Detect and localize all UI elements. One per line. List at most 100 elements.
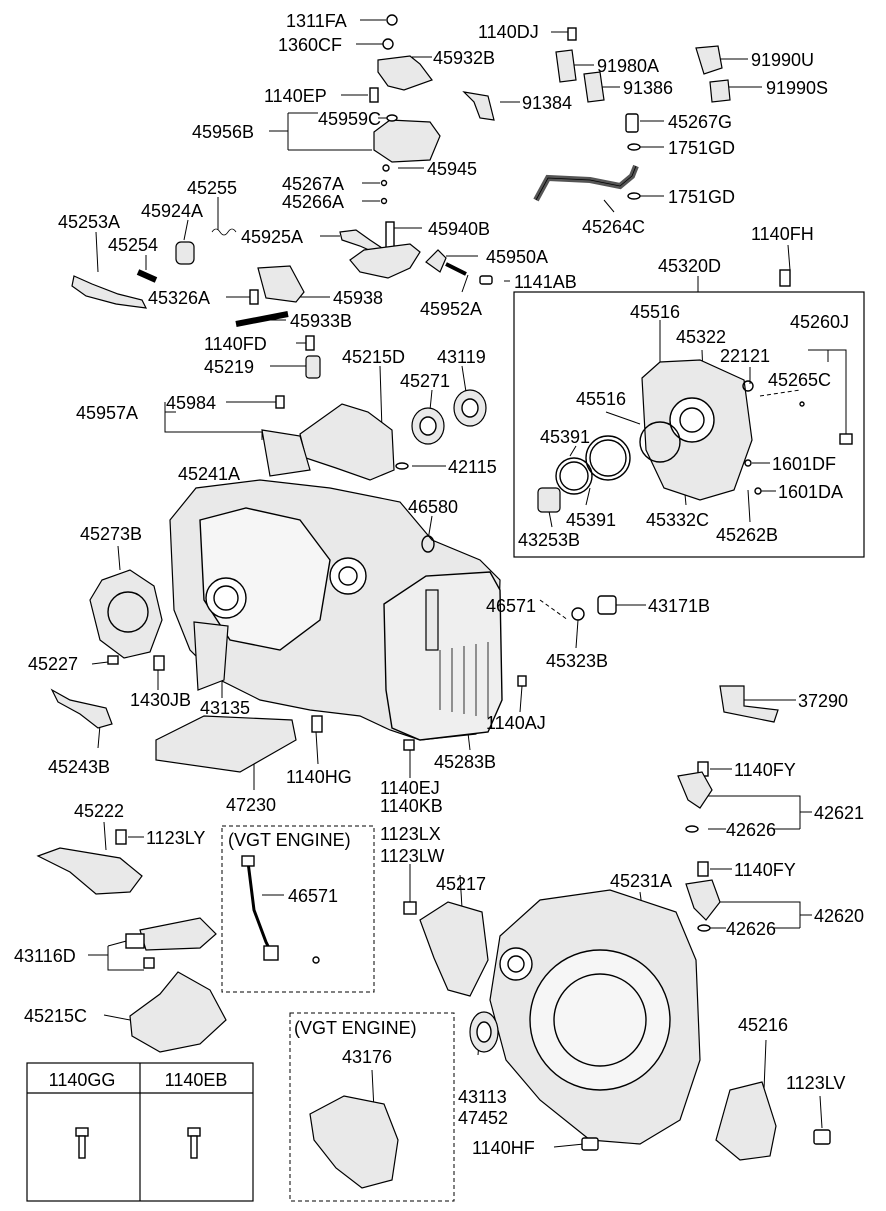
callout-46580: 46580 <box>408 497 458 517</box>
callout-45216: 45216 <box>738 1015 788 1035</box>
callout-1140FY-1: 1140FY <box>734 760 796 780</box>
callout-45925A: 45925A <box>241 227 303 247</box>
callout-45255: 45255 <box>187 178 237 198</box>
callout-1140FH: 1140FH <box>751 224 814 244</box>
callout-42621: 42621 <box>814 803 864 823</box>
callout-45267A: 45267A <box>282 174 344 194</box>
spring-icon <box>211 228 237 236</box>
bracket-45215d <box>299 403 395 481</box>
bracket-45938 <box>257 265 305 303</box>
nut-icon <box>386 14 398 26</box>
bracket-45243b <box>50 688 113 729</box>
callout-1140AJ: 1140AJ <box>486 713 546 733</box>
callout-1140HG: 1140HG <box>286 767 352 787</box>
callout-45322: 45322 <box>676 327 726 347</box>
callout-45222: 45222 <box>74 801 124 821</box>
callout-45267G: 45267G <box>668 112 732 132</box>
callout-45320D: 45320D <box>658 256 721 276</box>
callout-1140FY-2: 1140FY <box>734 860 796 880</box>
callout-42626-2: 42626 <box>726 919 776 939</box>
callout-labels: 1311FA 1360CF 45932B 1140DJ 91980A 91990… <box>14 11 864 1158</box>
bolt-icon <box>369 87 379 103</box>
callout-1140FD: 1140FD <box>204 334 267 354</box>
vgt-engine-note-1: (VGT ENGINE) <box>228 830 351 850</box>
callout-45265C: 45265C <box>768 370 831 390</box>
callout-45984: 45984 <box>166 393 216 413</box>
callout-1123LY: 1123LY <box>146 828 205 848</box>
vgt-engine-note-2: (VGT ENGINE) <box>294 1018 417 1038</box>
callout-45243B: 45243B <box>48 757 110 777</box>
table-header-1140eb: 1140EB <box>165 1070 228 1090</box>
callout-91386: 91386 <box>623 78 673 98</box>
callout-45516-1: 45516 <box>630 302 680 322</box>
callout-1140EP: 1140EP <box>264 86 327 106</box>
callout-45271: 45271 <box>400 371 450 391</box>
callout-45215C: 45215C <box>24 1006 87 1026</box>
callout-45254: 45254 <box>108 235 158 255</box>
callout-45241A: 45241A <box>178 464 240 484</box>
callout-43176: 43176 <box>342 1047 392 1067</box>
cover-45273b <box>89 569 163 659</box>
oil-pan-45283b <box>383 571 503 741</box>
callout-45227: 45227 <box>28 654 78 674</box>
callout-45253A: 45253A <box>58 212 120 232</box>
callout-43253B: 43253B <box>518 530 580 550</box>
callout-45956B: 45956B <box>192 122 254 142</box>
callout-42626-1: 42626 <box>726 820 776 840</box>
callout-1751GD-1: 1751GD <box>668 138 735 158</box>
callout-1601DF: 1601DF <box>772 454 836 474</box>
callout-45260J: 45260J <box>790 312 849 332</box>
callout-91990U: 91990U <box>751 50 814 70</box>
callout-45326A: 45326A <box>148 288 210 308</box>
bracket-43176 <box>309 1095 399 1189</box>
bracket-37290 <box>719 685 779 723</box>
filter-47230 <box>155 715 297 773</box>
callout-45952A: 45952A <box>420 299 482 319</box>
callout-45959C: 45959C <box>318 109 381 129</box>
callout-45283B: 45283B <box>434 752 496 772</box>
callout-45938: 45938 <box>333 288 383 308</box>
seal-45924a <box>175 241 195 265</box>
callout-45933B: 45933B <box>290 311 352 331</box>
housing-detail-box <box>513 291 865 558</box>
bracket-45932b <box>377 55 433 91</box>
callout-22121: 22121 <box>720 346 770 366</box>
callout-45217: 45217 <box>436 874 486 894</box>
vgt-box-1 <box>221 825 375 993</box>
parts <box>36 14 865 1202</box>
callout-45264C: 45264C <box>582 217 645 237</box>
callout-45262B: 45262B <box>716 525 778 545</box>
callout-1123LW: 1123LW <box>380 846 444 866</box>
callout-1140HF: 1140HF <box>472 1138 535 1158</box>
callout-1140DJ: 1140DJ <box>478 22 539 42</box>
callout-45957A: 45957A <box>76 403 138 423</box>
callout-1430JB: 1430JB <box>130 690 191 710</box>
callout-45266A: 45266A <box>282 192 344 212</box>
callout-45932B: 45932B <box>433 48 495 68</box>
callout-45924A: 45924A <box>141 201 203 221</box>
callout-42620: 42620 <box>814 906 864 926</box>
callout-45219: 45219 <box>204 357 254 377</box>
bracket-45216 <box>715 1081 777 1161</box>
callout-1141AB: 1141AB <box>514 272 577 292</box>
callout-1751GD-2: 1751GD <box>668 187 735 207</box>
callout-45273B: 45273B <box>80 524 142 544</box>
callout-43171B: 43171B <box>648 596 710 616</box>
callout-45215D: 45215D <box>342 347 405 367</box>
callout-43119: 43119 <box>437 347 486 367</box>
callout-47230: 47230 <box>226 795 276 815</box>
callout-45391-2: 45391 <box>566 510 616 530</box>
washer-icon <box>382 38 394 50</box>
callout-1601DA: 1601DA <box>778 482 843 502</box>
callout-43135: 43135 <box>200 698 250 718</box>
sealant-tube-43116d <box>139 917 217 951</box>
callout-42115: 42115 <box>448 457 497 477</box>
callout-1140KB: 1140KB <box>380 796 443 816</box>
bracket-45217 <box>419 901 489 997</box>
manual-lever-45940b <box>349 243 421 279</box>
callout-1123LX: 1123LX <box>380 824 441 844</box>
vgt-box-2 <box>289 1012 455 1202</box>
callout-43116D: 43116D <box>14 946 76 966</box>
bolt-1140eb-icon <box>187 1127 201 1159</box>
